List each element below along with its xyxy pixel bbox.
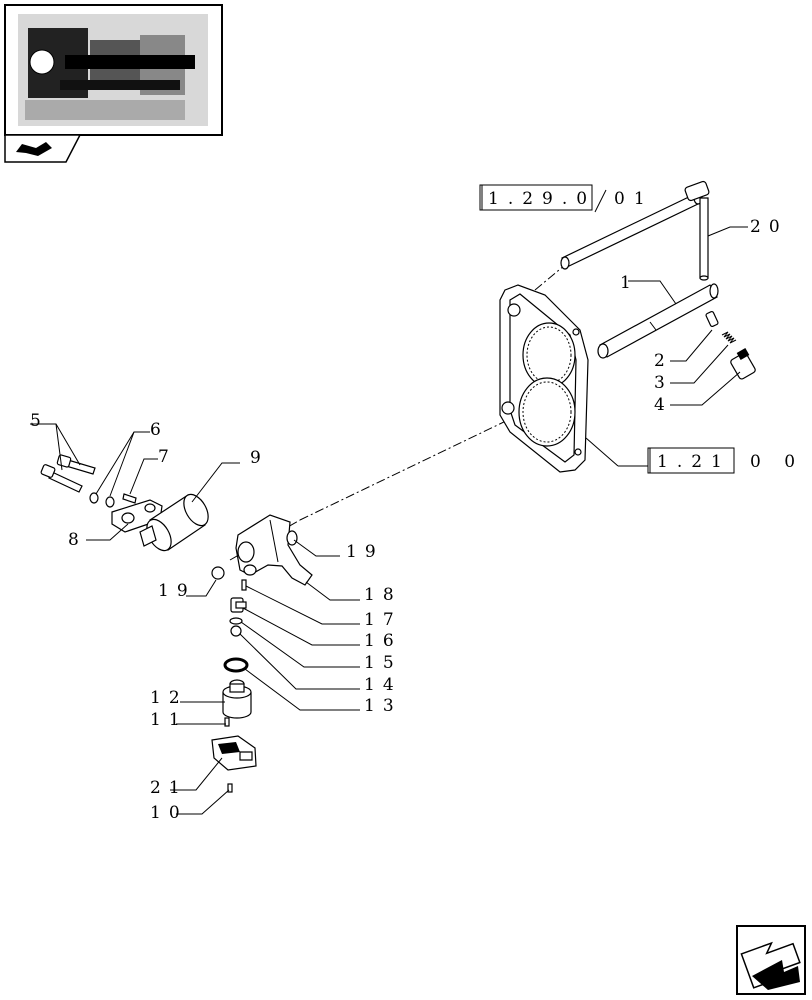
cylinder-9	[139, 493, 209, 552]
callout-13: 13	[364, 696, 402, 716]
washer-14	[230, 625, 242, 637]
detent-pin-2	[705, 311, 719, 327]
callout-20: 20	[750, 217, 788, 237]
callout-7: 7	[158, 447, 177, 467]
o-ring-19-right	[286, 530, 298, 546]
callout-14: 14	[364, 675, 402, 695]
callout-10: 10	[150, 803, 188, 823]
reference-box-1-21[interactable]: 1.21 0 0	[647, 447, 804, 474]
leader-lines	[30, 226, 748, 815]
support-8	[111, 499, 163, 533]
shift-rod-1	[597, 283, 719, 359]
callout-labels: 20 1 2 3 4 5 6 7 9 8 19 19 18 17 16 15 1…	[30, 217, 788, 823]
callout-18: 18	[364, 585, 402, 605]
reference-1-21-label: 1.21	[657, 452, 731, 472]
washer-6	[89, 492, 115, 508]
callout-2: 2	[654, 351, 673, 371]
book-icon[interactable]	[4, 134, 82, 163]
callout-19-right: 19	[346, 542, 384, 562]
transmission-thumbnail[interactable]	[4, 4, 223, 136]
cap-12	[222, 679, 252, 719]
callout-16: 16	[364, 631, 402, 651]
next-page-arrow-icon[interactable]	[736, 925, 806, 995]
callout-12: 12	[150, 688, 188, 708]
callout-3: 3	[654, 373, 673, 393]
rod-20	[699, 197, 709, 281]
plug-4	[730, 348, 756, 380]
callout-11: 11	[150, 710, 188, 730]
screw-11	[224, 717, 230, 727]
bushing-7	[122, 493, 137, 504]
reference-1-29-suffix: 01	[614, 189, 654, 209]
plunger-16	[230, 597, 247, 613]
callout-9: 9	[250, 448, 269, 468]
callout-15: 15	[364, 653, 402, 673]
callout-21: 21	[150, 778, 188, 798]
gearbox-cover	[499, 284, 589, 473]
seal-ring-13	[223, 657, 249, 673]
o-ring-19-left	[211, 566, 225, 580]
callout-5: 5	[30, 411, 49, 431]
callout-4: 4	[654, 395, 673, 415]
callout-6: 6	[150, 420, 169, 440]
washer-15	[229, 617, 243, 625]
reference-1-29-label: 1.29.0	[488, 189, 596, 209]
upper-shift-rod	[560, 180, 710, 270]
shift-fork-18	[235, 514, 313, 586]
pin-17	[241, 579, 247, 591]
bracket-21	[211, 735, 257, 771]
reference-1-21-suffix: 0 0	[750, 452, 804, 472]
reference-box-1-29[interactable]: 1.29.0 01	[479, 184, 654, 213]
spring-3	[721, 331, 737, 344]
screw-10	[227, 783, 233, 793]
callout-17: 17	[364, 610, 402, 630]
bolt-5-lower	[40, 464, 83, 493]
callout-8: 8	[68, 530, 87, 550]
callout-19-left: 19	[158, 581, 196, 601]
callout-1: 1	[620, 273, 639, 293]
